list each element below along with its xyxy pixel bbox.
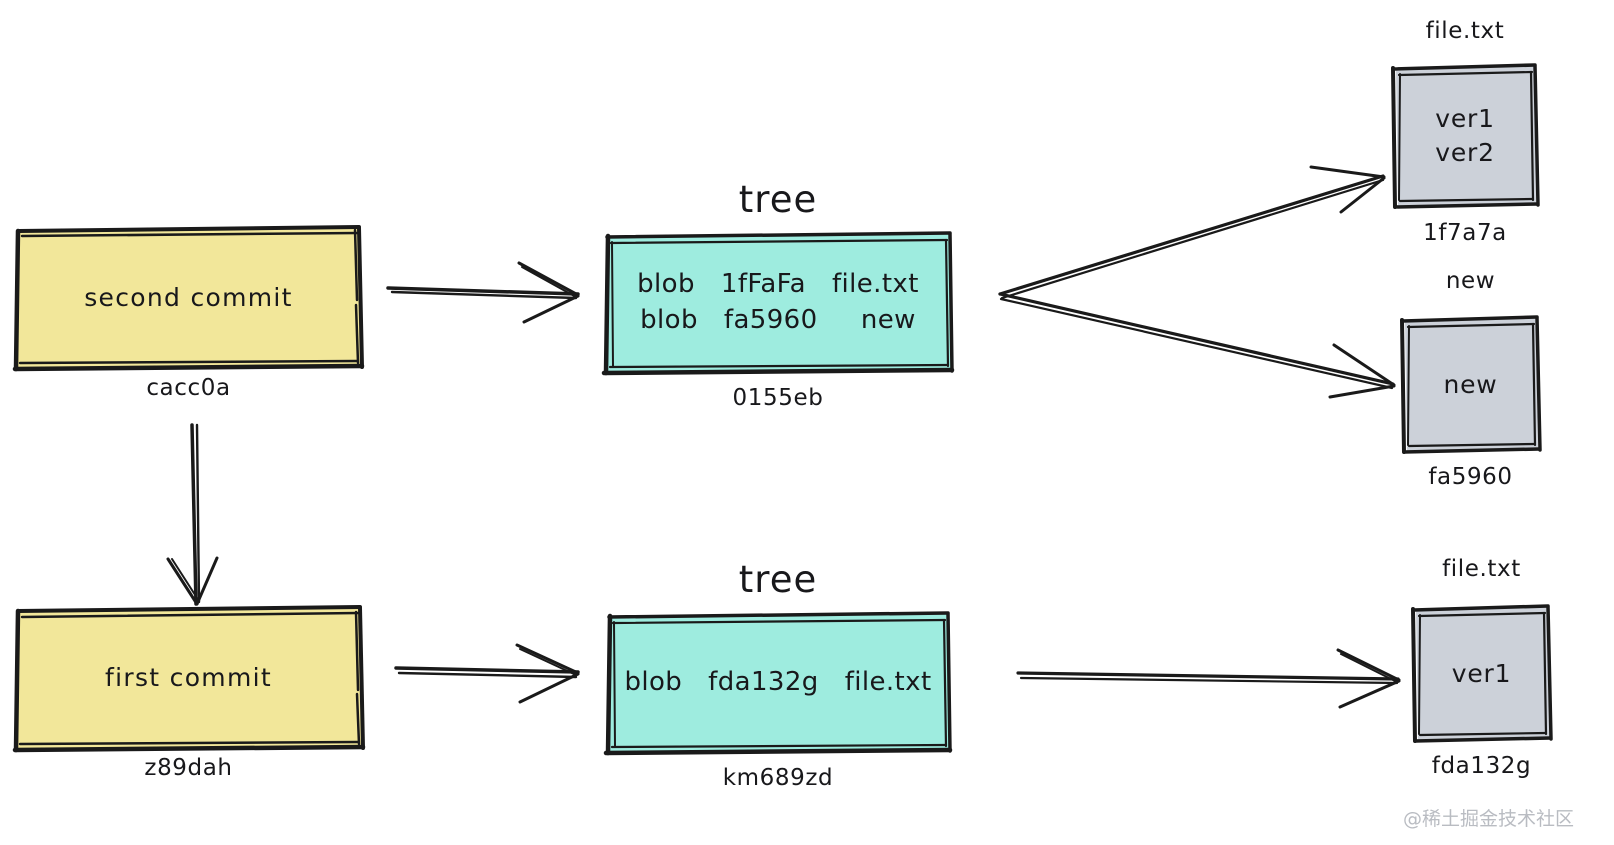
node-second-commit[interactable]: second commit — [16, 228, 361, 368]
node-first-commit[interactable]: first commit — [16, 608, 361, 748]
tree-top-hash: 0155eb — [732, 385, 824, 411]
arrow-second-commit-to-first-commit — [166, 423, 219, 606]
tree-bottom-caption: tree — [738, 558, 818, 601]
tree-top-rows: blob 1fFaFa file.txt blob fa5960 new — [637, 268, 919, 337]
tree-top-row-0: blob 1fFaFa file.txt — [637, 269, 919, 300]
blob-file-v2-line-1: ver2 — [1435, 138, 1495, 167]
blob-new-hash: fa5960 — [1428, 464, 1513, 490]
arrow-tree-top-to-blob-file-v2 — [998, 165, 1386, 300]
tree-bottom-rows: blob fda132g file.txt — [624, 666, 931, 699]
second-commit-hash: cacc0a — [146, 375, 231, 401]
blob-new-line-0: new — [1443, 369, 1498, 399]
arrow-tree-bottom-to-blob-file-v1 — [1016, 648, 1401, 709]
blob-file-v1-caption: file.txt — [1442, 556, 1521, 582]
tree-top-caption: tree — [738, 178, 818, 221]
node-tree-top[interactable]: blob 1fFaFa file.txt blob fa5960 new — [606, 234, 950, 371]
blob-file-v2-line-0: ver1 — [1435, 104, 1495, 134]
tree-bottom-row-0: blob fda132g file.txt — [624, 666, 932, 697]
blob-file-v2-caption: file.txt — [1425, 18, 1505, 44]
tree-top-row-1: blob fa5960 new — [640, 304, 916, 335]
tree-bottom-hash: km689zd — [722, 765, 834, 791]
watermark: @稀土掘金技术社区 — [1403, 808, 1575, 830]
arrow-first-commit-to-tree-bottom — [394, 643, 580, 704]
second-commit-label: second commit — [84, 283, 293, 312]
arrow-tree-top-to-blob-new — [998, 292, 1396, 399]
blob-file-v1-line-0: ver1 — [1451, 658, 1512, 688]
node-blob-file-v1[interactable]: ver1 — [1415, 607, 1548, 740]
node-blob-file-v2[interactable]: ver1 ver2 — [1395, 66, 1535, 206]
blob-new-caption: new — [1445, 268, 1496, 294]
node-blob-new[interactable]: new — [1404, 318, 1537, 451]
first-commit-label: first commit — [105, 663, 272, 692]
blob-file-v2-hash: 1f7a7a — [1423, 220, 1507, 246]
arrow-second-commit-to-tree-top — [386, 261, 580, 324]
blob-file-v1-hash: fda132g — [1431, 753, 1532, 779]
first-commit-hash: z89dah — [144, 755, 233, 781]
node-tree-bottom[interactable]: blob fda132g file.txt — [608, 614, 948, 751]
